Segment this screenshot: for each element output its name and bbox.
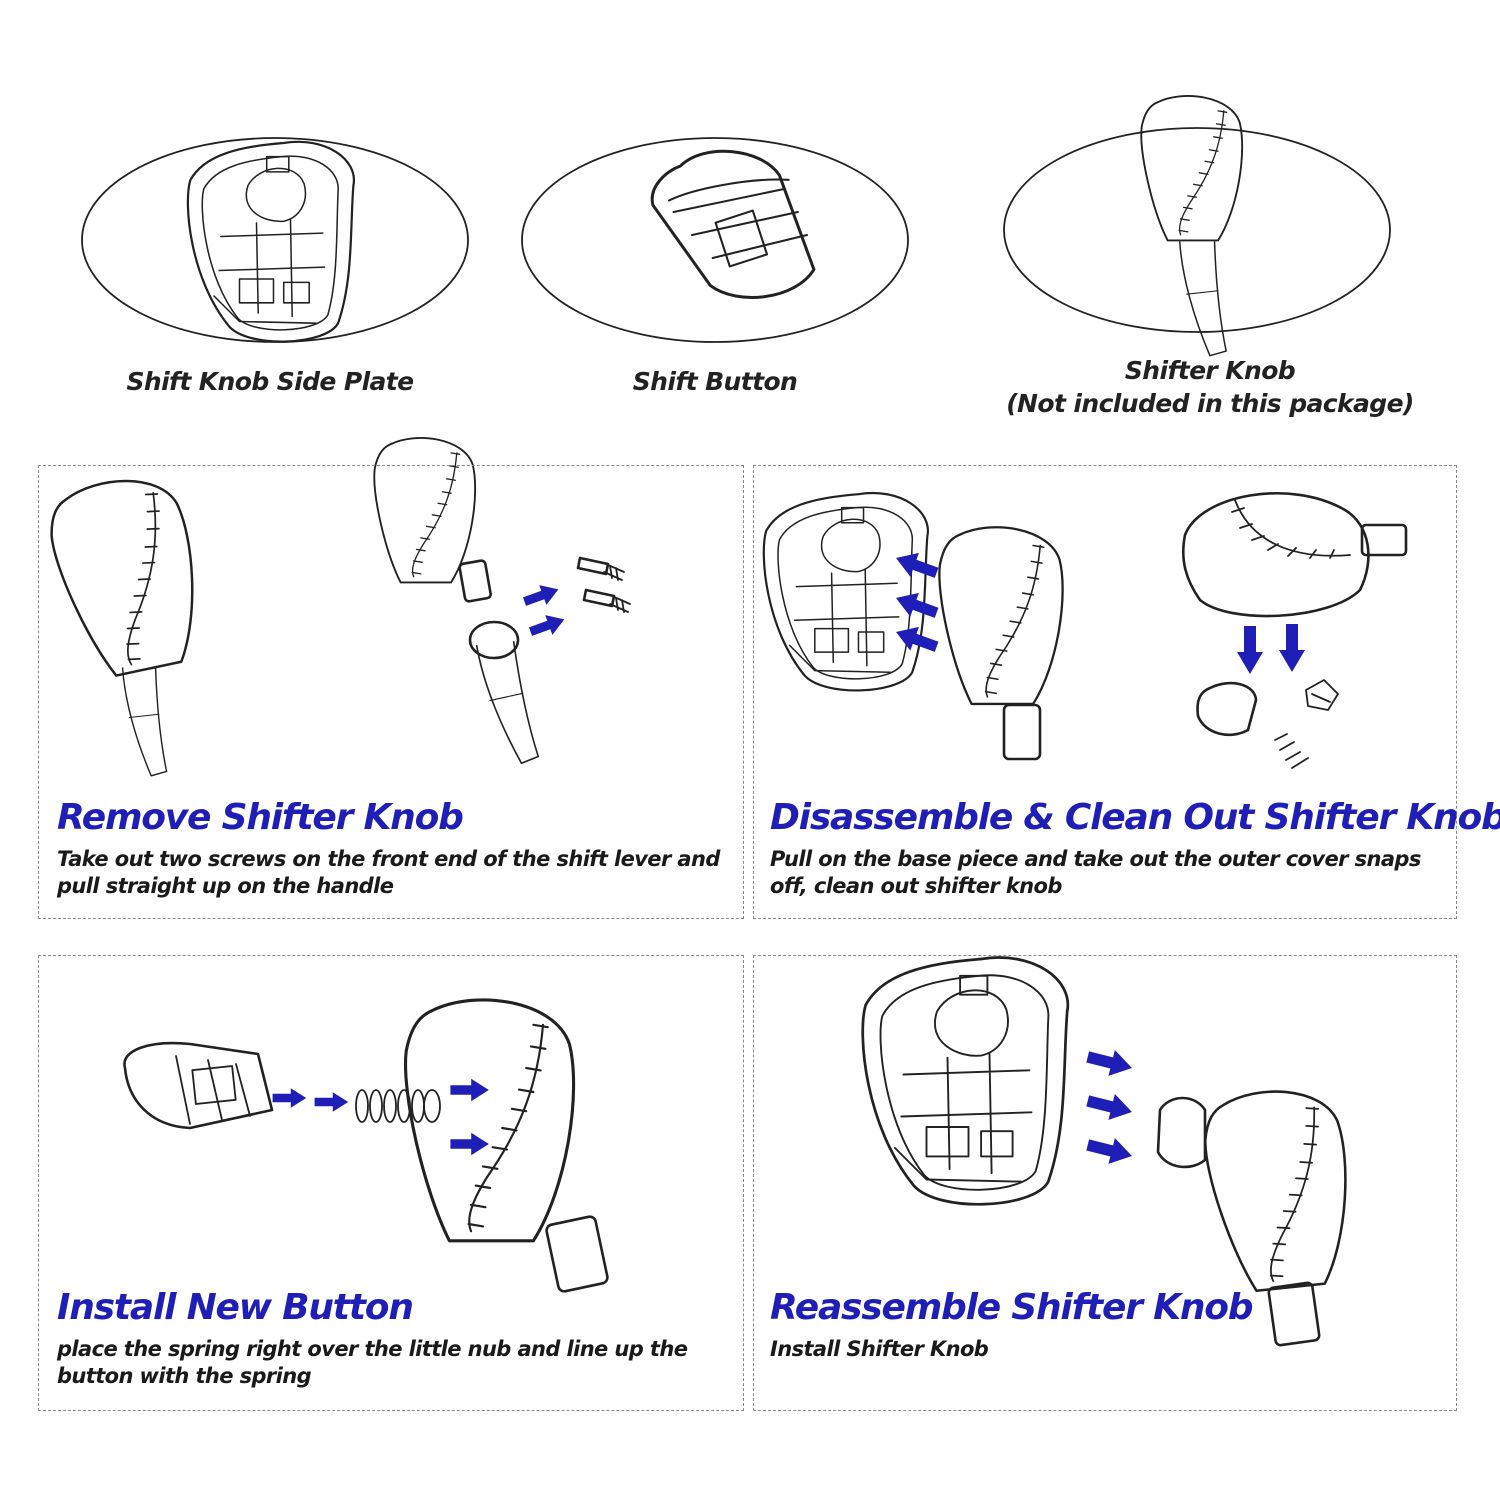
part-shift-button-illustration [521,137,909,343]
part-label-shifter-knob: Shifter Knob [1124,356,1296,385]
step-description-reassemble: Install Shifter Knob [770,1337,989,1361]
step-3-illustration [123,998,609,1293]
step-2-illustration [762,491,1408,769]
part-shifter-knob-illustration [1003,95,1391,357]
step-panel-reassemble: Reassemble Shifter Knob Install Shifter … [753,955,1457,1411]
step-4-illustration [861,956,1359,1347]
step-title-remove: Remove Shifter Knob [57,797,464,838]
step-1-illustration [41,437,632,777]
step-title-reassemble: Reassemble Shifter Knob [770,1287,1254,1328]
step-title-disassemble: Disassemble & Clean Out Shifter Knob [770,797,1500,838]
step-panel-disassemble: Disassemble & Clean Out Shifter Knob Pul… [753,465,1500,919]
step-description-remove: Take out two screws on the front end of … [57,847,720,898]
part-note-not-included: (Not included in this package) [1006,389,1414,418]
step-panel-install-button: Install New Button place the spring righ… [38,955,744,1411]
step-title-install-button: Install New Button [57,1287,414,1328]
part-label-shift-button: Shift Button [632,367,798,396]
step-panel-remove: Remove Shifter Knob Take out two screws … [38,465,744,919]
step-description-disassemble: Pull on the base piece and take out the … [770,847,1421,898]
step-description-install-button: place the spring right over the little n… [57,1337,688,1388]
part-label-side-plate: Shift Knob Side Plate [126,367,414,396]
part-side-plate-illustration [81,137,469,343]
